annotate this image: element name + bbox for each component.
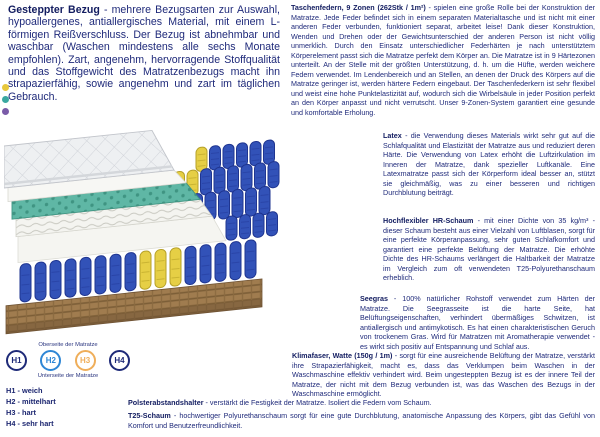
paragraph-body: - 100% natürlicher Rohstoff verwendet zu…	[360, 294, 595, 351]
paragraph-title: Taschenfedern, 9 Zonen (262Stk / 1m²)	[291, 3, 426, 12]
paragraph-title: Klimafaser, Watte (150g / 1m)	[292, 351, 393, 360]
paragraph-body: - mit einer Dichte von 35 kg/m³ - dieser…	[383, 216, 595, 282]
paragraph-title: T25-Schaum	[128, 411, 171, 420]
marker-dot-purple	[2, 108, 9, 115]
mattress-top-label: Oberseite der Matratze	[38, 342, 98, 348]
paragraph-title: Gesteppter Bezug	[8, 4, 100, 16]
paragraph-body: - spielen eine große Rolle bei der Konst…	[291, 3, 595, 117]
paragraph-title: Polsterabstandshalter	[128, 398, 204, 407]
paragraph-seegras: Seegras - 100% natürlicher Rohstoff verw…	[360, 294, 595, 351]
paragraph-t25-schaum: T25-Schaum - hochwertiger Polyurethansch…	[128, 411, 595, 430]
paragraph-polsterabstandshalter: Polsterabstandshalter - verstärkt die Fe…	[128, 398, 595, 408]
quilted-cover-layer	[4, 129, 175, 189]
hardness-item-h2: H2 - mittelhart	[6, 397, 56, 406]
hardness-item-h3: H3 - hart	[6, 408, 36, 417]
hardness-circle-h4: H4	[108, 350, 130, 371]
cover-bottom-edge	[4, 165, 172, 186]
marker-dot-teal	[2, 96, 9, 103]
hardness-list: H1 - weich H2 - mittelhart H3 - hart H4 …	[6, 385, 130, 429]
hardness-circle-h3: H3	[74, 350, 96, 371]
hardness-legend: Oberseite der Matratze H1 H2 H3 H4 Unter…	[6, 342, 130, 429]
paragraph-klimafaser: Klimafaser, Watte (150g / 1m) - sorgt fü…	[292, 351, 595, 399]
paragraph-title: Hochflexibler HR-Schaum	[383, 216, 474, 225]
base-front-edge	[6, 298, 262, 334]
mattress-illustration	[4, 124, 292, 340]
paragraph-title: Latex	[383, 131, 402, 140]
paragraph-body: - sorgt für eine ausreichende Belüftung …	[292, 351, 595, 398]
paragraph-gesteppter-bezug: Gesteppter Bezug - mehrere Bezugsarten z…	[8, 4, 280, 103]
hardness-circle-h1: H1	[6, 350, 27, 371]
hardness-circles: H1 H2 H3 H4	[6, 350, 130, 371]
paragraph-latex: Latex - die Verwendung dieses Materials …	[383, 131, 595, 198]
paragraph-body: - die Verwendung dieses Materials wirkt …	[383, 131, 595, 197]
hardness-item-h1: H1 - weich	[6, 386, 43, 395]
hardness-item-h4: H4 - sehr hart	[6, 419, 54, 428]
paragraph-body: - verstärkt die Festigkeit der Matratze.…	[203, 398, 432, 407]
paragraph-hr-schaum: Hochflexibler HR-Schaum - mit einer Dich…	[383, 216, 595, 283]
mattress-bottom-label: Unterseite der Matratze	[37, 373, 99, 379]
paragraph-taschenfedern: Taschenfedern, 9 Zonen (262Stk / 1m²) - …	[291, 3, 595, 117]
paragraph-title: Seegras	[360, 294, 388, 303]
hardness-circle-h2: H2	[40, 350, 62, 371]
paragraph-body: - mehrere Bezugsarten zur Auswahl, hypoa…	[8, 4, 280, 103]
mattress-cross-section-svg	[4, 129, 280, 335]
marker-dot-yellow	[2, 84, 9, 91]
paragraph-body: - hochwertiger Polyurethanschaum sorgt f…	[128, 411, 595, 430]
